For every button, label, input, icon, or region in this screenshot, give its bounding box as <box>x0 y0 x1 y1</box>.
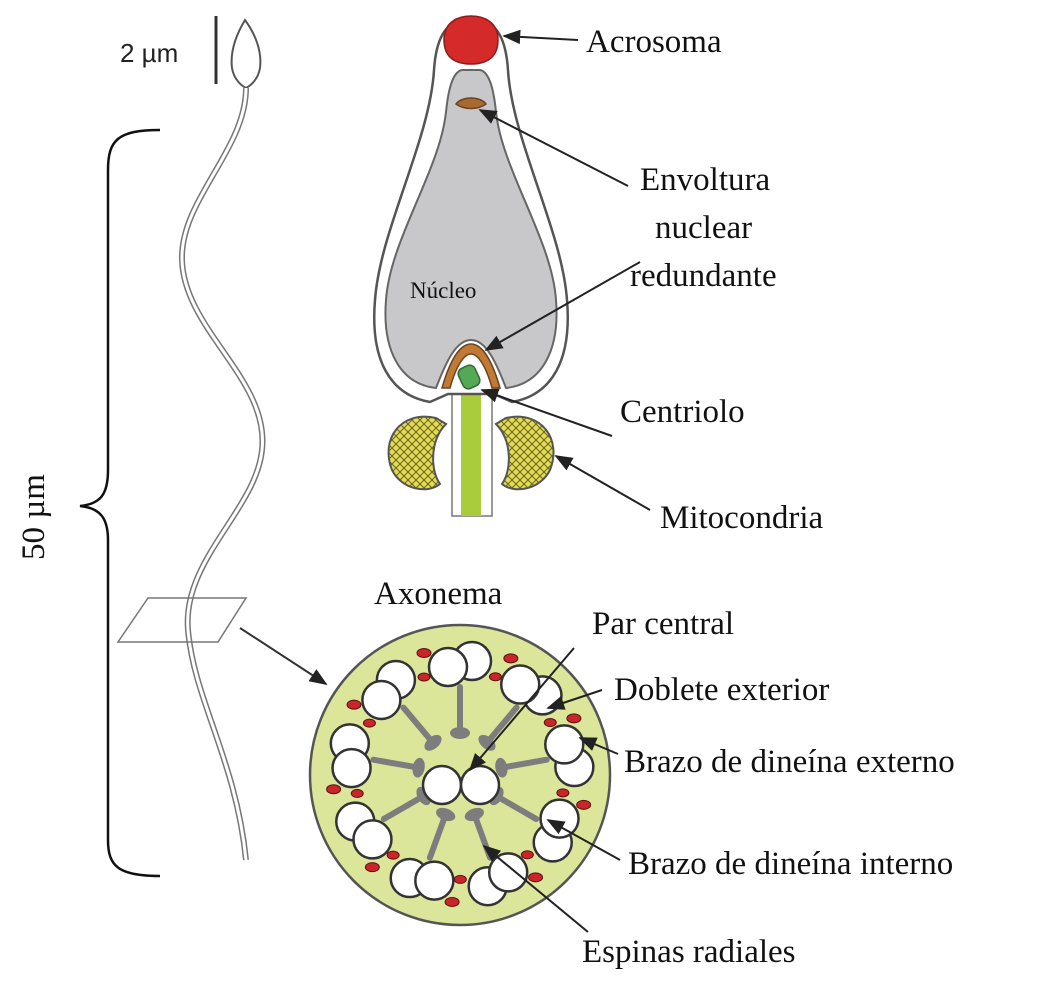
inner-dynein-arm <box>418 673 430 681</box>
acrosome-leader <box>504 36 578 40</box>
whole-sperm-tail <box>182 88 263 860</box>
spoke-head <box>450 727 470 739</box>
doublet-a-tubule <box>545 725 583 763</box>
nucleus <box>385 70 556 388</box>
doublet-a-tubule <box>429 648 467 686</box>
nucleus-label: Núcleo <box>410 278 476 303</box>
length-label: 50 µm <box>16 474 52 560</box>
inner-dynein-arm <box>387 851 399 859</box>
acrosome-label: Acrosoma <box>586 24 722 60</box>
inner-dynein-arm <box>489 673 501 681</box>
envelope-label-line-1: Envoltura <box>640 162 770 198</box>
length-bracket <box>80 130 160 876</box>
centriole-label: Centriolo <box>620 394 745 430</box>
outer-dynein-arm <box>365 863 379 872</box>
envelope-label: Envoltura nuclear redundante <box>630 162 777 294</box>
inner-dynein-label: Brazo de dineína interno <box>628 846 953 882</box>
inner-dynein-arm <box>363 719 375 727</box>
doublet-a-tubule <box>489 853 527 891</box>
outer-dynein-arm <box>327 785 341 794</box>
doublet-a-tubule <box>501 666 539 704</box>
acrosome <box>444 16 498 64</box>
section-plane <box>118 598 246 642</box>
mitochondria-left <box>389 417 446 490</box>
outer-dynein-arm <box>445 897 459 906</box>
outer-dynein-arm <box>347 700 361 709</box>
whole-sperm-head <box>232 20 261 88</box>
radial-spokes-label: Espinas radiales <box>582 934 796 970</box>
inner-dynein-arm <box>351 789 363 797</box>
envelope-label-line-2: nuclear <box>655 210 752 246</box>
apical-envelope <box>456 98 486 109</box>
outer-dynein-arm <box>577 800 591 809</box>
envelope-label-line-3: redundante <box>630 258 777 294</box>
scale-label: 2 µm <box>120 38 178 68</box>
inner-dynein-arm <box>557 789 569 797</box>
doublet-a-tubule <box>362 681 400 719</box>
outer-dynein-arm <box>567 714 581 723</box>
outer-dynein-label: Brazo de dineína externo <box>624 744 955 780</box>
whole-sperm <box>118 20 326 860</box>
outer-dynein-arm <box>504 654 518 663</box>
doublet-a-tubule <box>333 749 371 787</box>
doublet-a-tubule <box>541 800 579 838</box>
axoneme-section <box>310 625 610 925</box>
outer-doublet-label: Doblete exterior <box>614 672 829 708</box>
central-pair-label: Par central <box>592 606 734 642</box>
mitochondria-label: Mitocondria <box>660 500 823 536</box>
doublet-a-tubule <box>415 862 453 900</box>
section-arrow <box>240 628 326 684</box>
inner-dynein-arm <box>521 851 533 859</box>
axoneme-title: Axonema <box>374 576 503 612</box>
flagellum-axoneme <box>461 390 481 516</box>
mitochondria-right <box>496 417 553 490</box>
inner-dynein-arm <box>544 719 556 727</box>
inner-dynein-arm <box>454 875 466 883</box>
doublet-a-tubule <box>353 820 391 858</box>
mitochondria-leader <box>556 456 650 510</box>
central-microtubule-b <box>461 766 499 804</box>
outer-dynein-arm <box>417 649 431 658</box>
central-microtubule-a <box>423 766 461 804</box>
outer-dynein-arm <box>529 873 543 882</box>
head-detail <box>374 16 568 516</box>
